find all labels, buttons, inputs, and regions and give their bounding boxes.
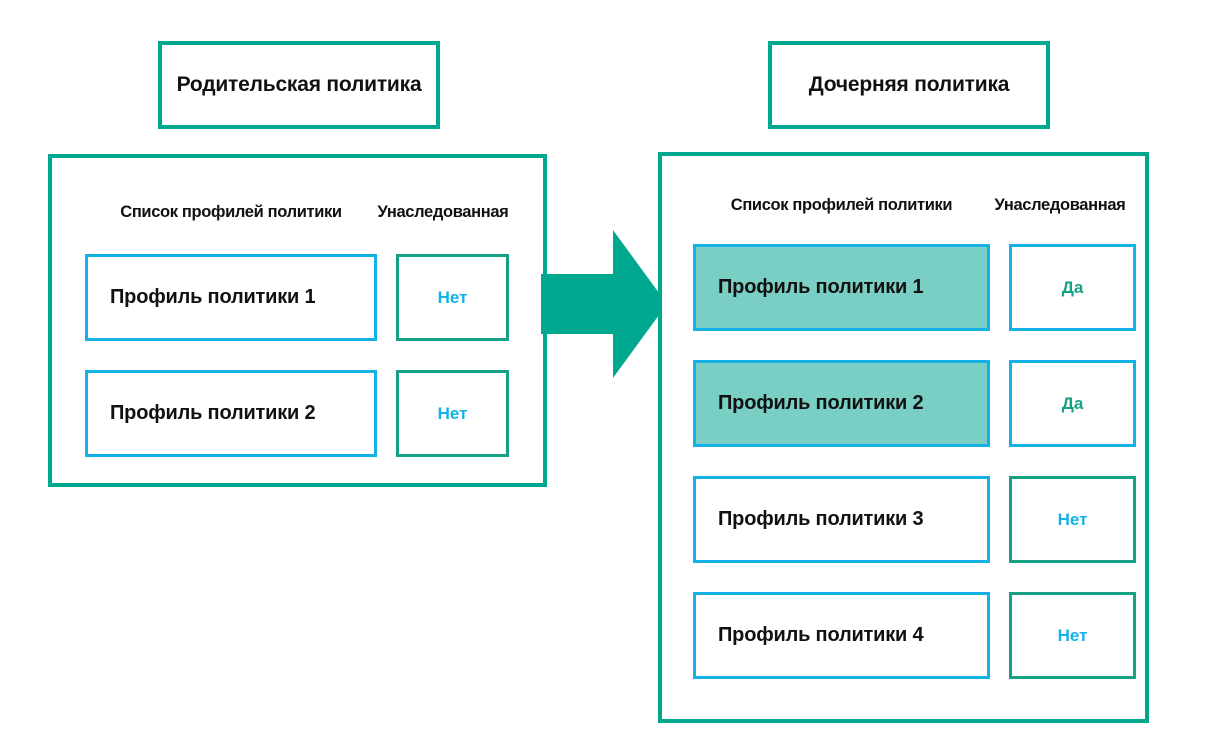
child-header-profiles: Список профилей политики xyxy=(730,196,953,214)
row-gap xyxy=(990,635,1009,636)
parent-column-headers: Список профилей политики Унаследованная xyxy=(85,203,509,222)
child-profile-box-2[interactable]: Профиль политики 2 xyxy=(693,360,990,447)
table-row: Профиль политики 1 Да xyxy=(693,244,1136,331)
parent-header-inherited: Унаследованная xyxy=(377,203,509,221)
table-row: Профиль политики 1 Нет xyxy=(85,254,509,341)
child-policy-panel: Список профилей политики Унаследованная … xyxy=(658,152,1149,723)
child-inherited-box-3[interactable]: Нет xyxy=(1009,476,1136,563)
child-profile-box-1[interactable]: Профиль политики 1 xyxy=(693,244,990,331)
parent-header-profiles: Список профилей политики xyxy=(120,203,342,221)
parent-profile-rows: Профиль политики 1 Нет Профиль политики … xyxy=(85,254,509,457)
table-row: Профиль политики 4 Нет xyxy=(693,592,1136,679)
table-row: Профиль политики 3 Нет xyxy=(693,476,1136,563)
child-header-inherited: Унаследованная xyxy=(994,196,1126,214)
parent-policy-panel: Список профилей политики Унаследованная … xyxy=(48,154,547,487)
child-policy-title: Дочерняя политика xyxy=(768,41,1050,129)
parent-inherited-box-1[interactable]: Нет xyxy=(396,254,509,341)
parent-profile-box-1[interactable]: Профиль политики 1 xyxy=(85,254,377,341)
child-inherited-box-2[interactable]: Да xyxy=(1009,360,1136,447)
inheritance-arrow-icon xyxy=(541,230,667,378)
child-inherited-box-4[interactable]: Нет xyxy=(1009,592,1136,679)
parent-profile-box-2[interactable]: Профиль политики 2 xyxy=(85,370,377,457)
parent-inherited-box-2[interactable]: Нет xyxy=(396,370,509,457)
table-row: Профиль политики 2 Да xyxy=(693,360,1136,447)
child-profile-rows: Профиль политики 1 Да Профиль политики 2… xyxy=(693,244,1136,679)
row-gap xyxy=(377,413,396,414)
row-gap xyxy=(990,519,1009,520)
parent-policy-title: Родительская политика xyxy=(158,41,440,129)
row-gap xyxy=(990,287,1009,288)
child-profile-box-3[interactable]: Профиль политики 3 xyxy=(693,476,990,563)
table-row: Профиль политики 2 Нет xyxy=(85,370,509,457)
child-profile-box-4[interactable]: Профиль политики 4 xyxy=(693,592,990,679)
child-column-headers: Список профилей политики Унаследованная xyxy=(693,196,1130,215)
row-gap xyxy=(377,297,396,298)
child-inherited-box-1[interactable]: Да xyxy=(1009,244,1136,331)
row-gap xyxy=(990,403,1009,404)
